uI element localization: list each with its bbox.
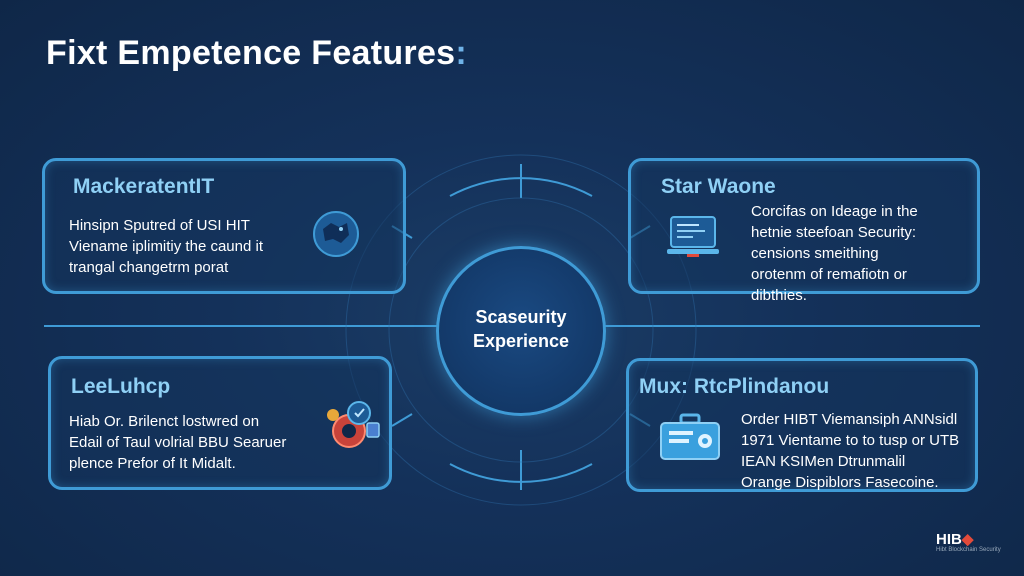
shield-map-icon (311, 209, 361, 264)
card-heading: Star Waone (661, 175, 776, 198)
card-body: Hinsipn Sputred of USI HIT Viename iplim… (69, 217, 263, 276)
title-colon: : (455, 34, 467, 72)
security-cluster-icon (323, 397, 383, 458)
hub-label-line2: Experience (472, 331, 570, 351)
feature-card-top-right: Star Waone Corcifas on Ideage in the het… (628, 158, 980, 304)
bl-spoke (391, 413, 413, 427)
card-heading: Mux: RtcPlindanou (639, 375, 830, 398)
card-heading: LeeLuhcp (71, 375, 171, 398)
feature-card-bottom-left: LeeLuhcp Hiab Or. Brilenct lostwred on E… (48, 356, 392, 490)
hub-label-line1: Scaseurity (475, 307, 567, 327)
laptop-code-icon (665, 213, 721, 264)
title-text: Fixt Empetence Features (46, 34, 456, 72)
logo-text: HIB (936, 531, 962, 548)
logo-gem-icon: ◆ (961, 531, 974, 548)
central-hub: Scaseurity Experience (436, 246, 606, 416)
card-body: Corcifas on Ideage in the hetnie steefoa… (751, 203, 918, 304)
logo-subtext: Hibt Blockchain Security (936, 547, 1001, 553)
brand-logo: HIB◆ Hibt Blockchain Security (936, 530, 1001, 553)
card-body: Hiab Or. Brilenct lostwred on Edail of T… (69, 413, 287, 472)
briefcase-screen-icon (659, 413, 721, 468)
page-title: Fixt Empetence Features: (46, 34, 467, 73)
feature-card-top-left: MackeratentIT Hinsipn Sputred of USI HIT… (42, 158, 406, 294)
card-body: Order HIBT Viemansiph ANNsidl 1971 Vient… (741, 411, 960, 491)
feature-card-bottom-right: Mux: RtcPlindanou Order HIBT Viemansiph … (626, 358, 978, 492)
card-heading: MackeratentIT (73, 175, 215, 198)
